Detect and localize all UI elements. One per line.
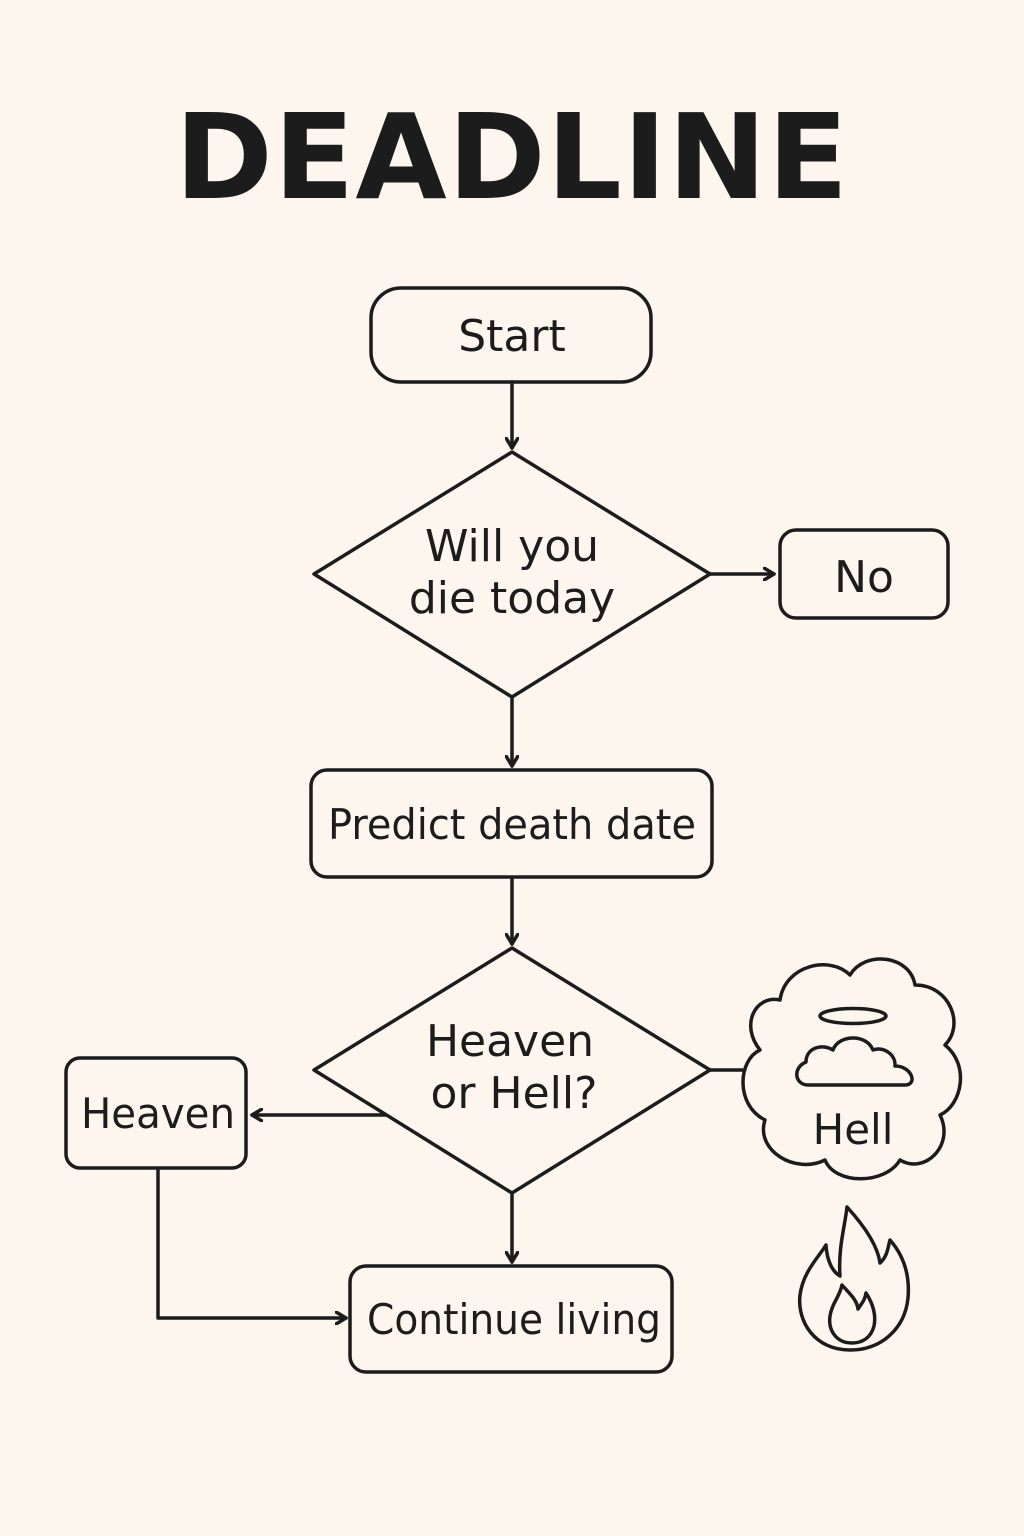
arrow-heaven-to-continue [156, 1168, 348, 1318]
predict-death-date-node [309, 768, 714, 879]
heaven-label: Heaven [81, 1089, 235, 1138]
decision2-label-line1: Heaven [426, 1016, 594, 1067]
predict-label: Predict death date [328, 800, 696, 849]
start-node [369, 286, 653, 384]
continue-living-label: Continue living [367, 1295, 661, 1344]
decision1-label-line1: Will you [425, 521, 599, 572]
hell-label: Hell [813, 1105, 894, 1154]
fire-inner-flame [827, 1283, 877, 1345]
fire-icon [797, 1205, 911, 1352]
decision-die-today [312, 450, 712, 699]
decision1-label-line2: die today [409, 573, 615, 624]
decision-heaven-or-hell [312, 946, 712, 1195]
no-node [778, 528, 950, 620]
hell-bubble [741, 957, 963, 1181]
cloud-icon [795, 1036, 914, 1087]
halo-icon [818, 1006, 888, 1026]
no-label: No [834, 552, 894, 603]
diagram-title: DEADLINE [174, 88, 850, 226]
heaven-node [64, 1056, 248, 1170]
decision2-label-line2: or Hell? [431, 1068, 598, 1119]
continue-living-node [348, 1264, 674, 1374]
start-label: Start [458, 311, 566, 362]
